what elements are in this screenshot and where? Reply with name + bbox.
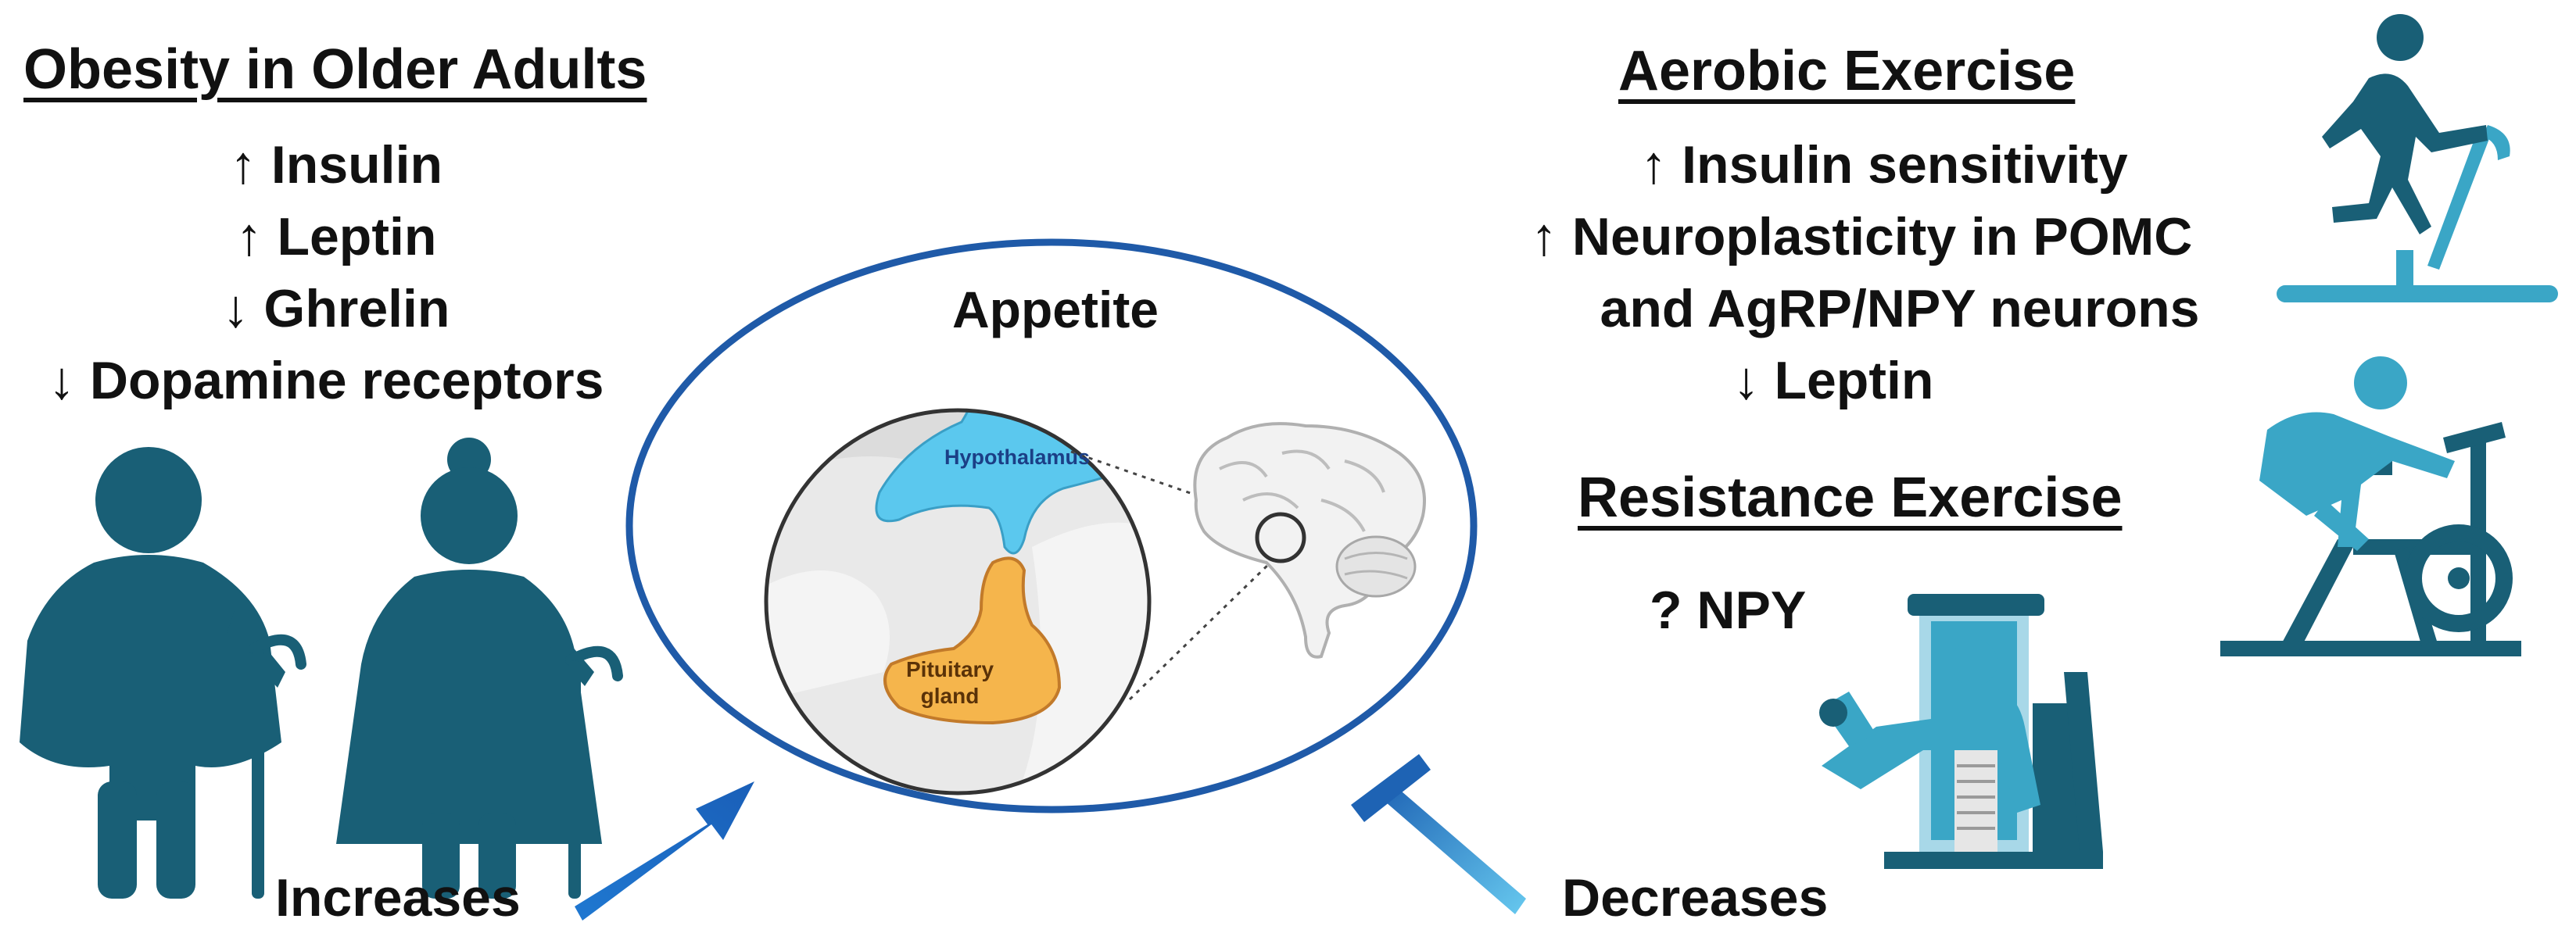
aerobic-heading: Aerobic Exercise <box>1618 40 2076 102</box>
aerobic-effect-3: and AgRP/NPY neurons <box>1600 279 2200 338</box>
aerobic-effect-2: ↑ Neuroplasticity in POMC <box>1531 207 2193 266</box>
hypothalamus-label: Hypothalamus <box>944 445 1091 469</box>
decreases-inhibition-arrow <box>1351 754 1526 914</box>
increases-label: Increases <box>275 868 521 928</box>
appetite-title: Appetite <box>952 281 1159 338</box>
pituitary-label: Pituitary gland <box>883 656 1016 710</box>
resistance-effect-1: ? NPY <box>1650 581 1807 640</box>
appetite-ellipse <box>625 238 1478 813</box>
hypothalamus-zoom-circle <box>764 408 1152 795</box>
obesity-effect-4: ↓ Dopamine receptors <box>48 351 604 410</box>
obesity-heading: Obesity in Older Adults <box>23 38 647 101</box>
pituitary-shape <box>883 556 1062 725</box>
obesity-effect-3: ↓ Ghrelin <box>222 279 450 338</box>
obesity-effect-1: ↑ Insulin <box>230 135 442 195</box>
aerobic-effect-1: ↑ Insulin sensitivity <box>1640 135 2128 195</box>
leg-press-machine-icon <box>1819 594 2103 869</box>
older-man-icon <box>20 447 306 899</box>
resistance-heading: Resistance Exercise <box>1578 467 2123 529</box>
increases-arrow <box>575 781 754 921</box>
exercise-bike-icon <box>2220 356 2521 656</box>
pituitary-label-line-2: gland <box>920 684 980 708</box>
obesity-effect-2: ↑ Leptin <box>235 207 437 266</box>
decreases-label: Decreases <box>1562 868 1829 928</box>
aerobic-effect-4: ↓ Leptin <box>1732 351 1934 410</box>
brain-icon <box>1193 422 1426 659</box>
treadmill-runner-icon <box>2277 14 2558 302</box>
older-woman-icon <box>336 438 623 899</box>
pituitary-label-line-1: Pituitary <box>905 657 994 681</box>
